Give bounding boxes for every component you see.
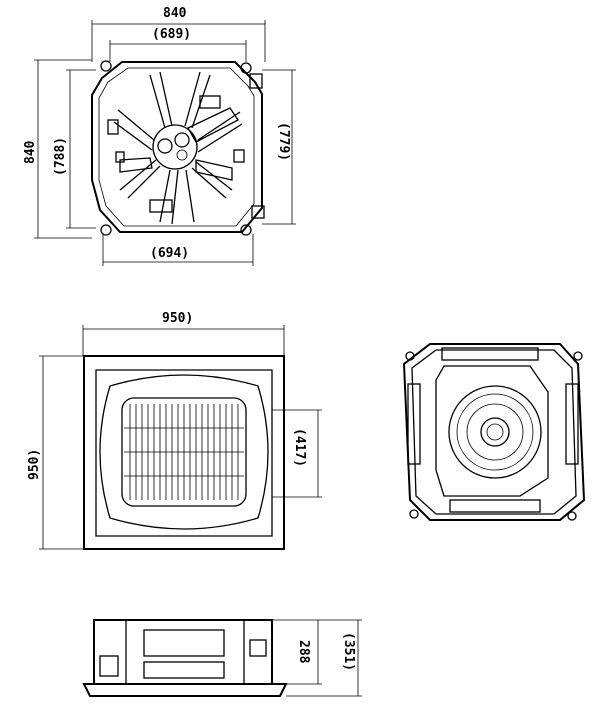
panel-height-label: 950) [27,449,42,480]
top-bottom-width-label: (694) [150,246,189,261]
grille-slats [124,404,244,500]
top-width-label: 840 [163,6,187,21]
radial-ribs [113,71,243,225]
top-height-label: 840 [23,140,38,164]
grille-width-label: (417) [292,428,307,467]
top-view-dimensions [34,20,296,266]
panel-outline [83,355,285,550]
side-total-height-label: (351) [341,632,356,671]
panel-view: 950) 950) (417) [27,311,322,550]
panel-dimensions [39,325,322,550]
fan-blower [448,385,542,479]
side-view: 288 (351) [82,619,362,697]
side-body-height-label: 288 [296,640,311,664]
top-view: 840 (689) (694) 840 (788) (779) [23,6,296,266]
top-left-inner-height-label: (788) [53,137,68,176]
unit-body-outline [91,61,263,233]
grille [121,397,247,507]
panel-width-label: 950) [162,311,193,326]
top-inner-width-label: (689) [152,27,191,42]
unit-perspective-view [402,343,586,521]
fan-hub [152,124,198,170]
top-right-inner-height-label: (779) [276,122,291,161]
side-panel-outline [82,683,288,697]
